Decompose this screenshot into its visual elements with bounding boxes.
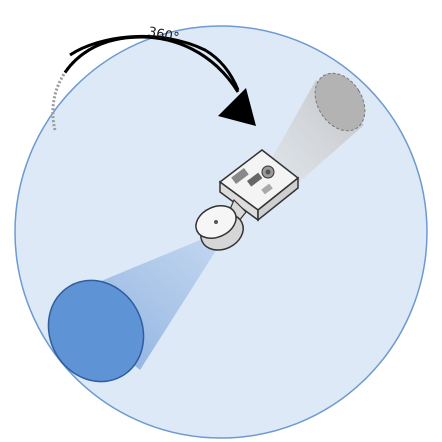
rotary-mount-icon xyxy=(195,205,244,251)
gray-sensor-beam xyxy=(268,72,366,190)
rotation-arrow-icon xyxy=(51,34,256,131)
blue-camera-beam xyxy=(47,238,215,383)
rotation-label: 360° xyxy=(147,25,181,46)
camera-device-icon xyxy=(218,149,300,223)
